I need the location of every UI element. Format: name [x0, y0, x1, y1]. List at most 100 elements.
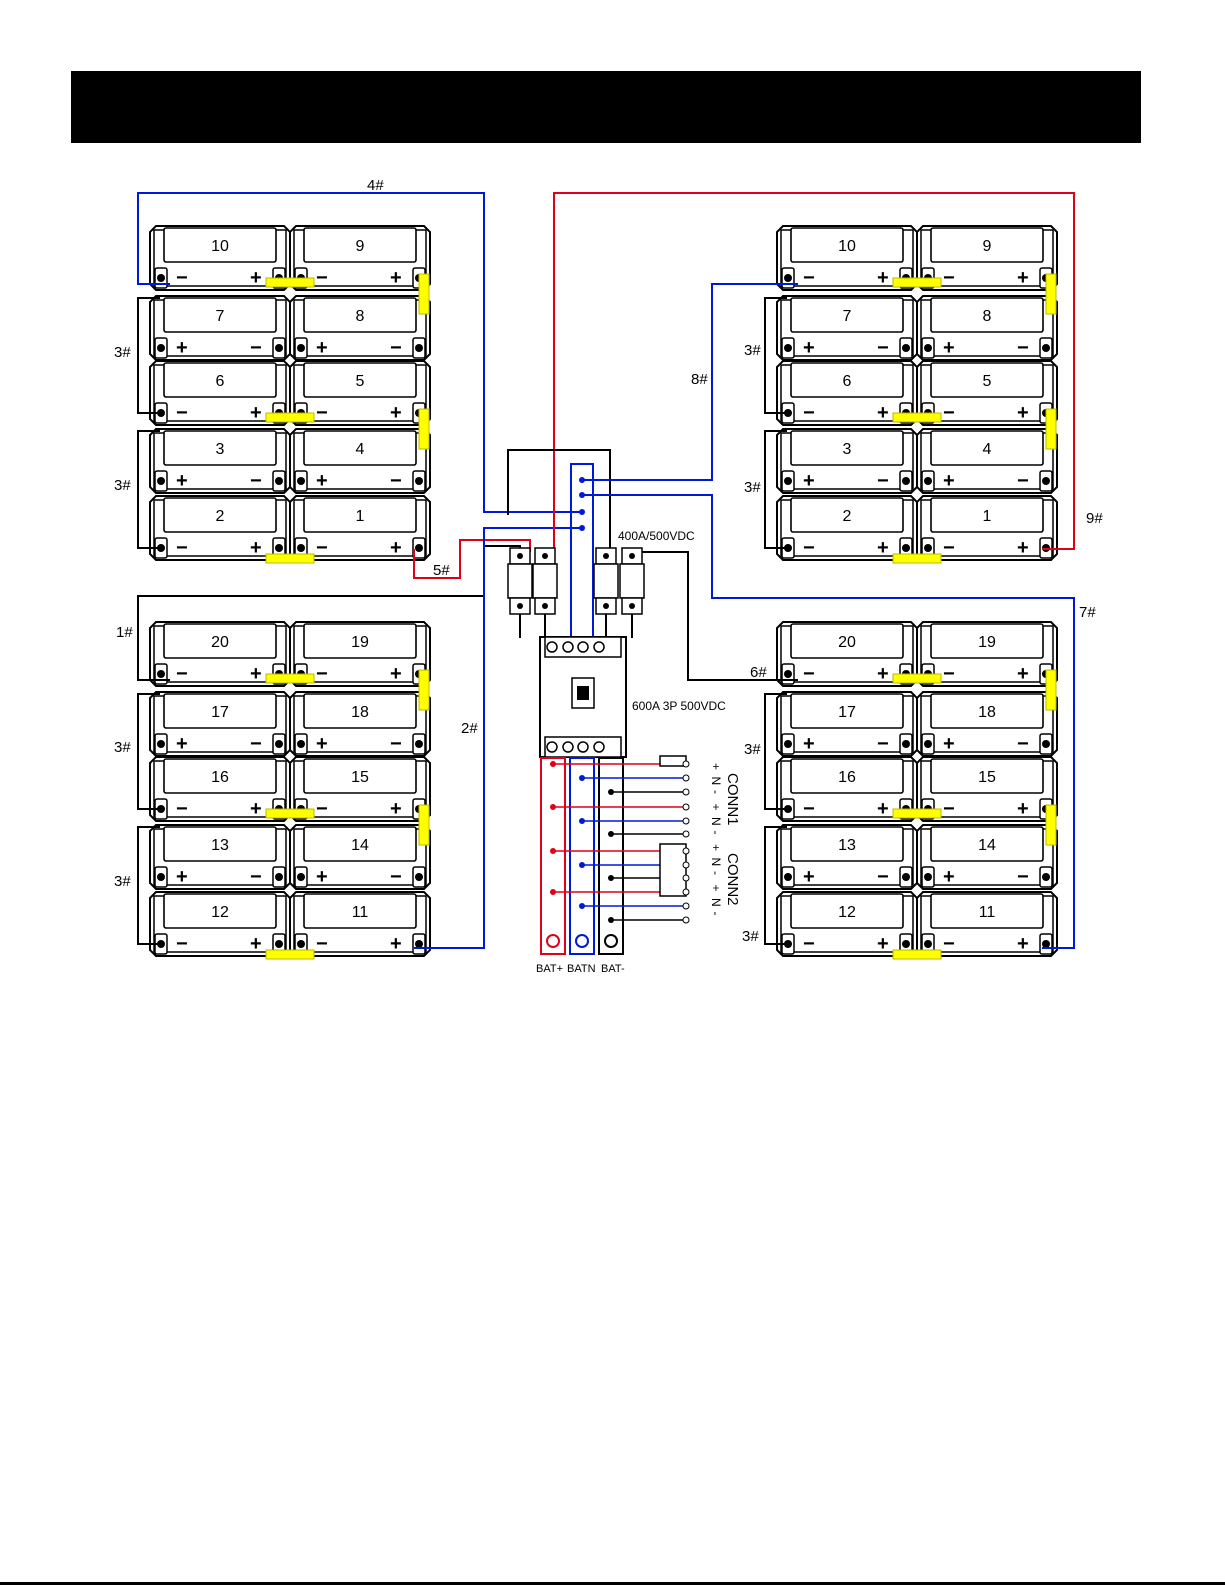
battery-number: 3 [843, 441, 852, 458]
polarity-sign: − [176, 267, 188, 289]
battery-top [163, 362, 277, 398]
polarity-sign: + [390, 933, 402, 955]
label-6#: 6# [750, 664, 767, 681]
polarity-sign: − [390, 470, 402, 492]
polarity-sign: + [250, 402, 262, 424]
fuse-dot [629, 603, 635, 609]
battery-top [303, 497, 417, 533]
polarity-sign: + [316, 470, 328, 492]
battery-3: 3+− [776, 428, 918, 494]
bottom-rule [0, 1582, 1225, 1585]
terminal-dot [275, 477, 283, 485]
fuse-dot [542, 553, 548, 559]
polarity-sign: − [877, 337, 889, 359]
polarity-sign: − [250, 866, 262, 888]
battery-top [790, 497, 904, 533]
polarity-sign: − [803, 933, 815, 955]
polarity-sign: − [1017, 866, 1029, 888]
battery-number: 9 [356, 238, 365, 255]
terminal-dot [902, 344, 910, 352]
battery-top [790, 693, 904, 729]
battery-top [930, 893, 1044, 929]
polarity-sign: + [943, 866, 955, 888]
battery-number: 15 [978, 769, 996, 786]
terminal-dot [275, 544, 283, 552]
battery-number: 14 [351, 837, 369, 854]
polarity-sign: + [250, 537, 262, 559]
neutral-node [579, 492, 585, 498]
breaker-terminal [593, 641, 605, 653]
label-3#: 3# [742, 928, 759, 945]
fuse-dot [517, 603, 523, 609]
battery-16: 16−+ [149, 756, 291, 822]
battery-number: 1 [356, 508, 365, 525]
jumper-vertical [1045, 669, 1057, 711]
jumper-horizontal [892, 673, 942, 684]
battery-number: 17 [211, 704, 229, 721]
polarity-sign: + [803, 470, 815, 492]
conn2-label: CONN2 [724, 853, 741, 906]
polarity-sign: + [250, 663, 262, 685]
terminal-dot [784, 940, 792, 948]
connector-pin [682, 817, 690, 825]
fuse-body [619, 563, 645, 599]
battery-top [790, 893, 904, 929]
battery-top [163, 497, 277, 533]
polarity-sign: − [316, 933, 328, 955]
battery-number: 12 [838, 904, 856, 921]
polarity-sign: + [176, 866, 188, 888]
polarity-sign: − [943, 402, 955, 424]
polarity-sign: − [390, 866, 402, 888]
polarity-sign: + [803, 866, 815, 888]
jumper-horizontal [265, 949, 315, 960]
polarity-sign: + [176, 337, 188, 359]
battery-top [790, 297, 904, 333]
battery-number: 9 [983, 238, 992, 255]
fuse-dot [603, 553, 609, 559]
terminal-dot [924, 544, 932, 552]
terminal-dot [784, 670, 792, 678]
battery-top [303, 623, 417, 659]
terminal-dot [157, 477, 165, 485]
battery-number: 19 [978, 634, 996, 651]
battery-9: 9−+ [289, 225, 431, 291]
terminal-dot [784, 544, 792, 552]
battery-number: 7 [843, 308, 852, 325]
battery-12: 12−+ [149, 891, 291, 957]
battery-1: 1−+ [916, 495, 1058, 561]
breaker-terminal [593, 741, 605, 753]
battery-number: 2 [216, 508, 225, 525]
battery-7: 7+− [776, 295, 918, 361]
polarity-sign: + [390, 798, 402, 820]
bus-batn-hole [575, 934, 589, 948]
polarity-sign: + [250, 798, 262, 820]
battery-11: 11−+ [289, 891, 431, 957]
polarity-sign: + [250, 933, 262, 955]
battery-9: 9−+ [916, 225, 1058, 291]
feed-node [608, 831, 614, 837]
battery-10: 10−+ [149, 225, 291, 291]
wire-6 [634, 551, 798, 681]
battery-2: 2−+ [776, 495, 918, 561]
battery-6: 6−+ [776, 360, 918, 426]
label-3#: 3# [744, 741, 761, 758]
polarity-sign: − [176, 798, 188, 820]
battery-top [790, 362, 904, 398]
polarity-sign: − [943, 933, 955, 955]
jumper-horizontal [265, 673, 315, 684]
battery-number: 2 [843, 508, 852, 525]
polarity-sign: − [943, 798, 955, 820]
battery-top [930, 227, 1044, 263]
polarity-sign: + [1017, 798, 1029, 820]
jumper-vertical [1045, 804, 1057, 846]
wire-5 [413, 539, 531, 579]
connector-pin [682, 774, 690, 782]
terminal-dot [297, 344, 305, 352]
polarity-sign: − [1017, 733, 1029, 755]
battery-17: 17+− [776, 691, 918, 757]
battery-top [930, 362, 1044, 398]
fuse [532, 547, 558, 638]
fuse-rating: 400A/500VDC [618, 529, 695, 543]
breaker-terminal [577, 741, 589, 753]
terminal-dot [784, 409, 792, 417]
